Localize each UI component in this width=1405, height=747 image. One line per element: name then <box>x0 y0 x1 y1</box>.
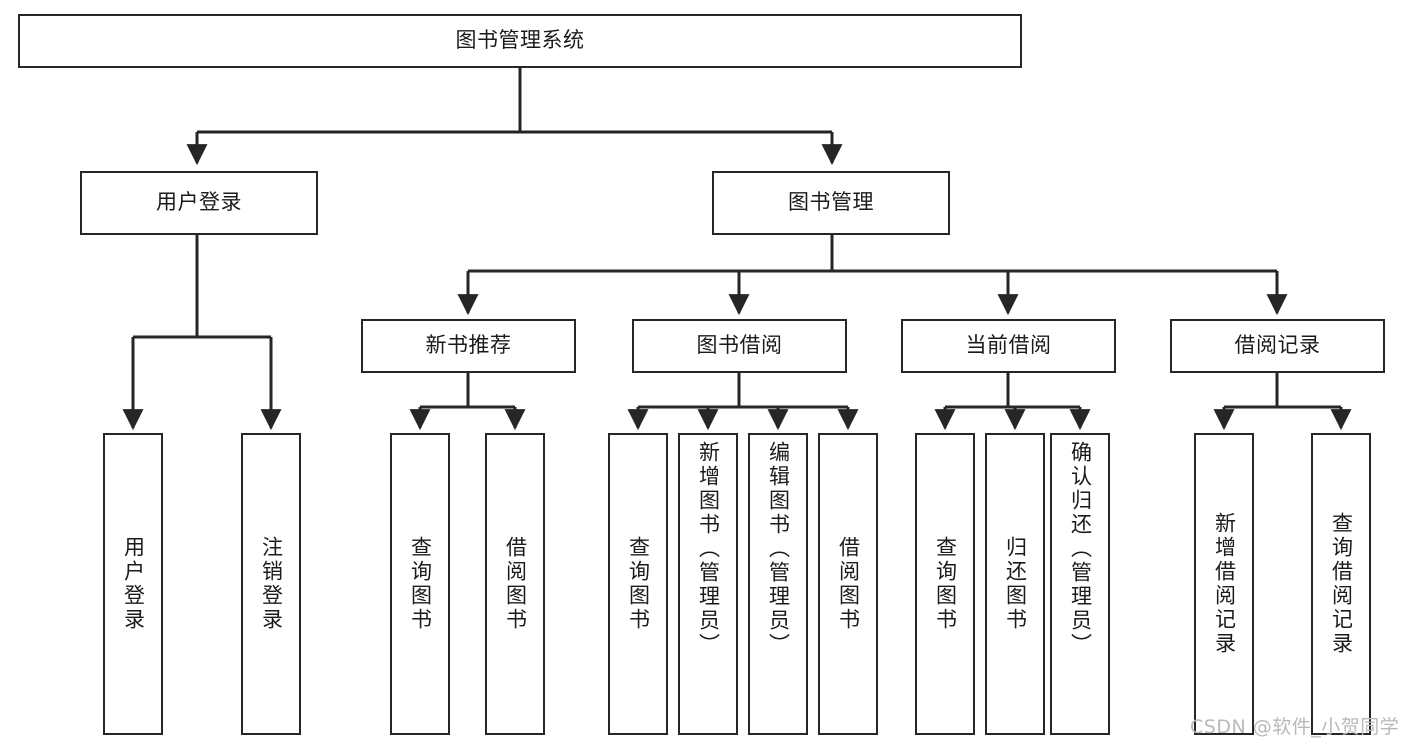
leaf-query-record[interactable]: 查询借阅记录 <box>1311 433 1371 735</box>
node-user-login[interactable]: 用户登录 <box>80 171 318 235</box>
csdn-watermark: CSDN @软件_小贺同学 <box>1190 712 1399 739</box>
leaf-borrow-book-1-label: 借阅图书 <box>503 536 528 632</box>
node-book-manage[interactable]: 图书管理 <box>712 171 950 235</box>
leaf-query-record-label: 查询借阅记录 <box>1329 512 1354 656</box>
node-current-borrow[interactable]: 当前借阅 <box>901 319 1116 373</box>
leaf-return-book-label: 归还图书 <box>1003 536 1028 632</box>
leaf-return-book[interactable]: 归还图书 <box>985 433 1045 735</box>
node-root-label: 图书管理系统 <box>455 28 585 53</box>
leaf-borrow-book-1[interactable]: 借阅图书 <box>485 433 545 735</box>
leaf-edit-book[interactable]: 编辑图书（管理员） <box>748 433 808 735</box>
node-book-borrow-label: 图书借阅 <box>696 333 783 358</box>
node-book-borrow[interactable]: 图书借阅 <box>632 319 847 373</box>
leaf-edit-book-label: 编辑图书（管理员） <box>766 441 791 657</box>
node-user-login-label: 用户登录 <box>156 190 242 215</box>
leaf-borrow-book-2[interactable]: 借阅图书 <box>818 433 878 735</box>
leaf-confirm-return-label: 确认归还（管理员） <box>1068 441 1093 657</box>
node-current-borrow-label: 当前借阅 <box>965 333 1052 358</box>
leaf-add-book-label: 新增图书（管理员） <box>696 441 721 657</box>
csdn-watermark-text: CSDN @软件_小贺同学 <box>1190 716 1400 738</box>
leaf-borrow-book-2-label: 借阅图书 <box>836 536 861 632</box>
node-borrow-record[interactable]: 借阅记录 <box>1170 319 1385 373</box>
leaf-user-login[interactable]: 用户登录 <box>103 433 163 735</box>
leaf-query-book-1[interactable]: 查询图书 <box>390 433 450 735</box>
leaf-query-book-2[interactable]: 查询图书 <box>608 433 668 735</box>
leaf-query-book-3-label: 查询图书 <box>933 536 958 632</box>
leaf-query-book-1-label: 查询图书 <box>408 536 433 632</box>
node-new-book-recommend-label: 新书推荐 <box>425 333 512 358</box>
node-borrow-record-label: 借阅记录 <box>1234 333 1321 358</box>
leaf-query-book-2-label: 查询图书 <box>626 536 651 632</box>
node-new-book-recommend[interactable]: 新书推荐 <box>361 319 576 373</box>
leaf-logout-login[interactable]: 注销登录 <box>241 433 301 735</box>
leaf-add-record-label: 新增借阅记录 <box>1212 512 1237 656</box>
leaf-add-record[interactable]: 新增借阅记录 <box>1194 433 1254 735</box>
leaf-query-book-3[interactable]: 查询图书 <box>915 433 975 735</box>
leaf-add-book[interactable]: 新增图书（管理员） <box>678 433 738 735</box>
leaf-logout-login-label: 注销登录 <box>259 536 284 632</box>
leaf-confirm-return[interactable]: 确认归还（管理员） <box>1050 433 1110 735</box>
leaf-user-login-label: 用户登录 <box>121 536 146 632</box>
node-root[interactable]: 图书管理系统 <box>18 14 1022 68</box>
node-book-manage-label: 图书管理 <box>788 190 874 215</box>
